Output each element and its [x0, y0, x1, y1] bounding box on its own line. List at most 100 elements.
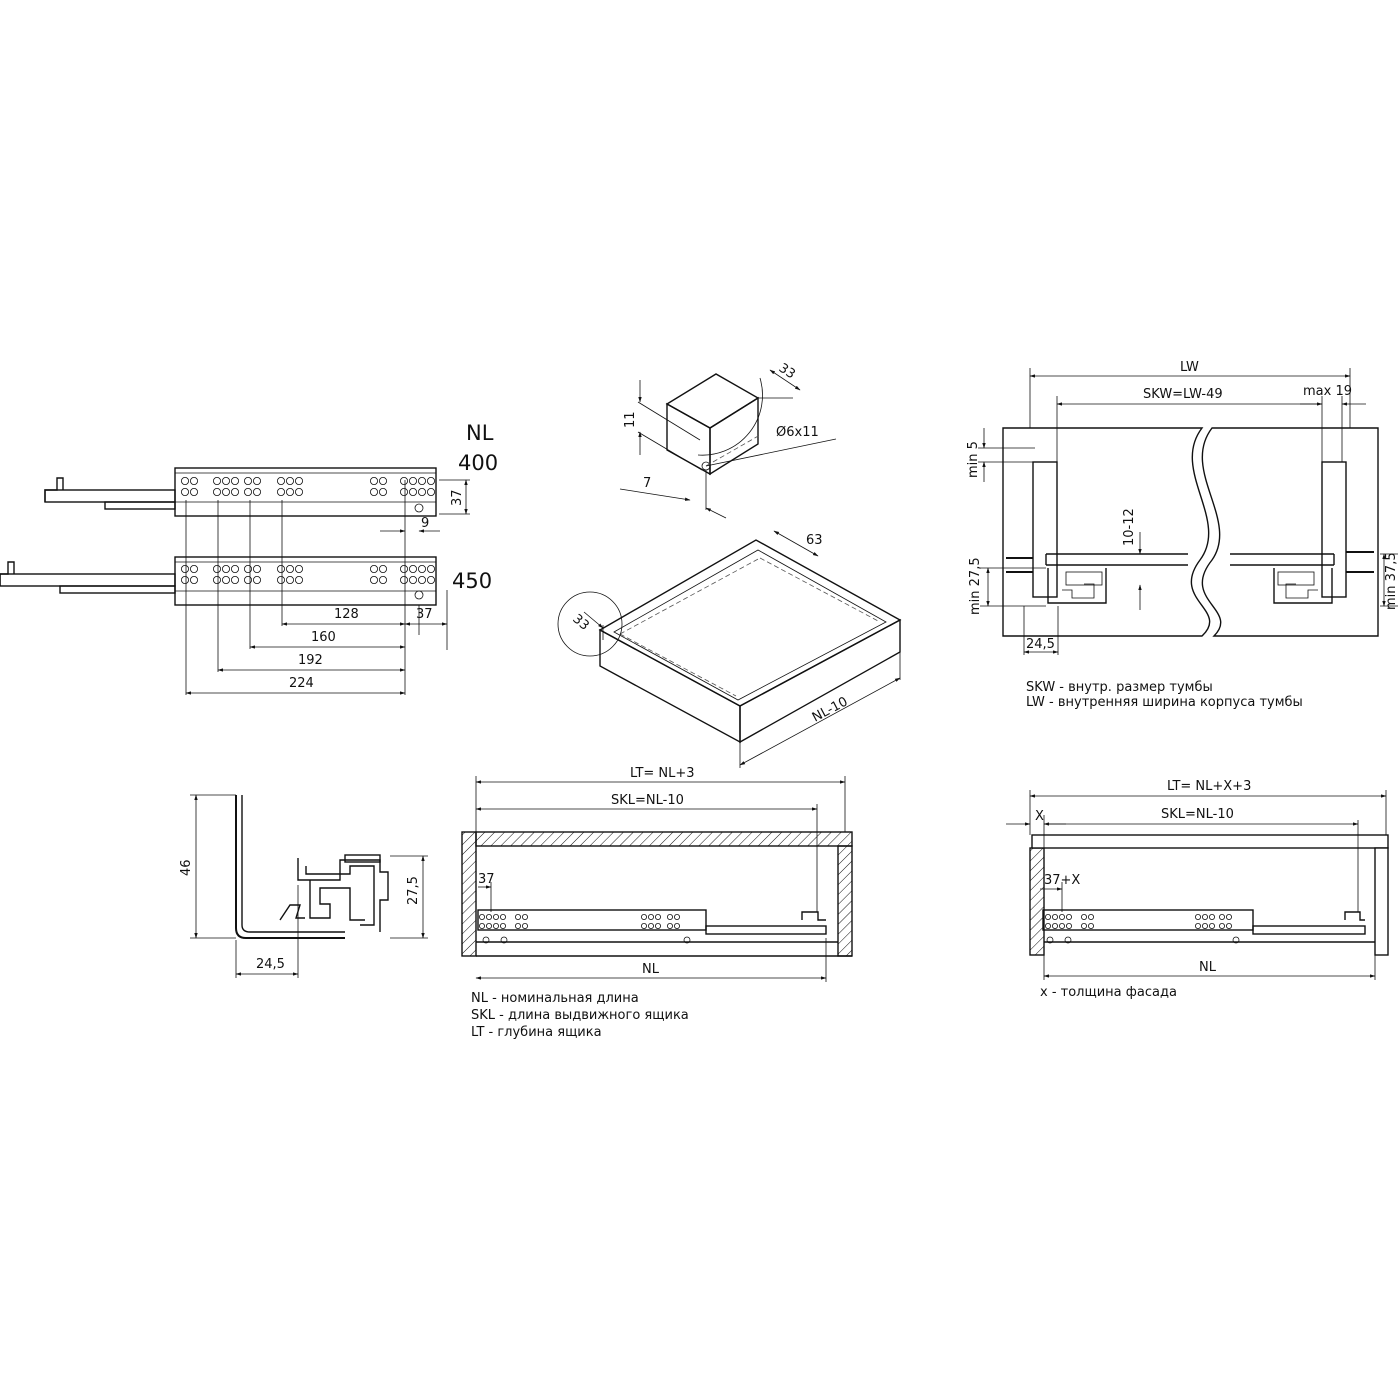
mounting-hole [1066, 923, 1073, 930]
mounting-hole [212, 476, 221, 485]
mounting-hole [1202, 923, 1209, 930]
mounting-hole [212, 487, 221, 496]
mounting-hole [492, 923, 499, 930]
mounting-hole [221, 487, 230, 496]
mounting-hole [674, 914, 681, 921]
mounting-hole [1195, 923, 1202, 930]
dim-11: 11 [623, 411, 638, 428]
mounting-hole [243, 476, 252, 485]
mounting-hole [417, 487, 426, 496]
dim-skw: SKW=LW-49 [1143, 387, 1223, 402]
runner-right [1273, 568, 1333, 604]
dim-min-27-5: min 27,5 [968, 557, 983, 615]
mounting-hole [276, 476, 285, 485]
dim-6x11: Ø6x11 [776, 425, 819, 440]
mounting-hole [1219, 914, 1226, 921]
mounting-hole [399, 476, 408, 485]
mounting-holes-400 [180, 476, 435, 496]
dim-skl-b: SKL=NL-10 [1161, 807, 1234, 822]
mounting-hole [499, 923, 506, 930]
dim-nl-a: NL [642, 962, 660, 977]
mounting-hole [426, 487, 435, 496]
mounting-hole [221, 476, 230, 485]
mounting-hole [478, 914, 485, 921]
dim-min-37-5: min 37,5 [1384, 552, 1399, 610]
mounting-hole [294, 476, 303, 485]
dim-lw: LW [1180, 360, 1199, 375]
mounting-hole [243, 565, 252, 574]
size-400-label: 400 [458, 451, 498, 475]
mounting-hole [1081, 923, 1088, 930]
cabinet-front: LW SKW=LW-49 max 19 min 5 10-12 min 27,5… [966, 360, 1399, 710]
mounting-hole [221, 576, 230, 585]
mounting-hole [180, 576, 189, 585]
mounting-hole [212, 565, 221, 574]
mounting-hole [426, 576, 435, 585]
mounting-hole [399, 487, 408, 496]
dim-33-bracket: 33 [776, 361, 798, 383]
mounting-hole [648, 914, 655, 921]
mounting-hole [230, 576, 239, 585]
mounting-hole [515, 923, 522, 930]
dim-37-vertical: 37 [450, 489, 465, 506]
top-panel-b [1031, 834, 1389, 849]
legend-skl: SKL - длина выдвижного ящика [471, 1008, 689, 1023]
mounting-hole [648, 923, 655, 930]
mounting-hole [369, 487, 378, 496]
mounting-hole [408, 565, 417, 574]
mounting-hole [369, 576, 378, 585]
side-view-a: LT= NL+3 SKL=NL-10 37 NL NL - номинальна… [461, 766, 853, 1040]
mounting-hole [417, 565, 426, 574]
mounting-hole [378, 565, 387, 574]
front-panel-b [1029, 847, 1045, 956]
screws [1006, 551, 1374, 573]
mounting-hole [180, 565, 189, 574]
mounting-hole [641, 923, 648, 930]
mounting-hole [1195, 914, 1202, 921]
mounting-hole [1226, 923, 1233, 930]
mounting-hole [408, 576, 417, 585]
mounting-hole [285, 476, 294, 485]
mounting-hole [1209, 923, 1216, 930]
dim-min-5: min 5 [966, 441, 981, 478]
mounting-hole [667, 923, 674, 930]
dim-128: 128 [334, 607, 359, 622]
mounting-hole [399, 565, 408, 574]
mounting-hole [369, 476, 378, 485]
mounting-hole [399, 576, 408, 585]
mounting-hole [1219, 923, 1226, 930]
mounting-hole [294, 576, 303, 585]
mounting-holes-450 [180, 565, 435, 585]
mounting-hole [485, 914, 492, 921]
mounting-hole [230, 565, 239, 574]
mounting-hole [252, 487, 261, 496]
mounting-hole [408, 476, 417, 485]
dim-63: 63 [806, 533, 823, 548]
back-panel-a [837, 845, 853, 957]
drawer-iso: 63 33 NL-10 [557, 530, 902, 768]
mounting-hole [230, 476, 239, 485]
mounting-hole [1052, 914, 1059, 921]
dim-37-plus-x: 37+X [1044, 873, 1080, 888]
mounting-hole [522, 923, 529, 930]
mounting-hole [252, 576, 261, 585]
dim-192: 192 [298, 653, 323, 668]
dim-10-12: 10-12 [1122, 508, 1137, 546]
slides-view: NL 400 450 [0, 421, 498, 695]
mounting-hole [674, 923, 681, 930]
mounting-hole [378, 476, 387, 485]
mounting-hole [189, 576, 198, 585]
dim-lt-a: LT= NL+3 [630, 766, 695, 781]
mounting-hole [1059, 923, 1066, 930]
mounting-hole [1088, 914, 1095, 921]
mounting-hole [1059, 914, 1066, 921]
dim-37-bottom: 37 [416, 607, 433, 622]
mounting-hole [276, 565, 285, 574]
mounting-hole [522, 914, 529, 921]
dim-7: 7 [643, 476, 651, 491]
mounting-hole [243, 487, 252, 496]
mounting-hole [378, 576, 387, 585]
legend-skw: SKW - внутр. размер тумбы [1026, 680, 1213, 695]
mounting-hole [189, 487, 198, 496]
